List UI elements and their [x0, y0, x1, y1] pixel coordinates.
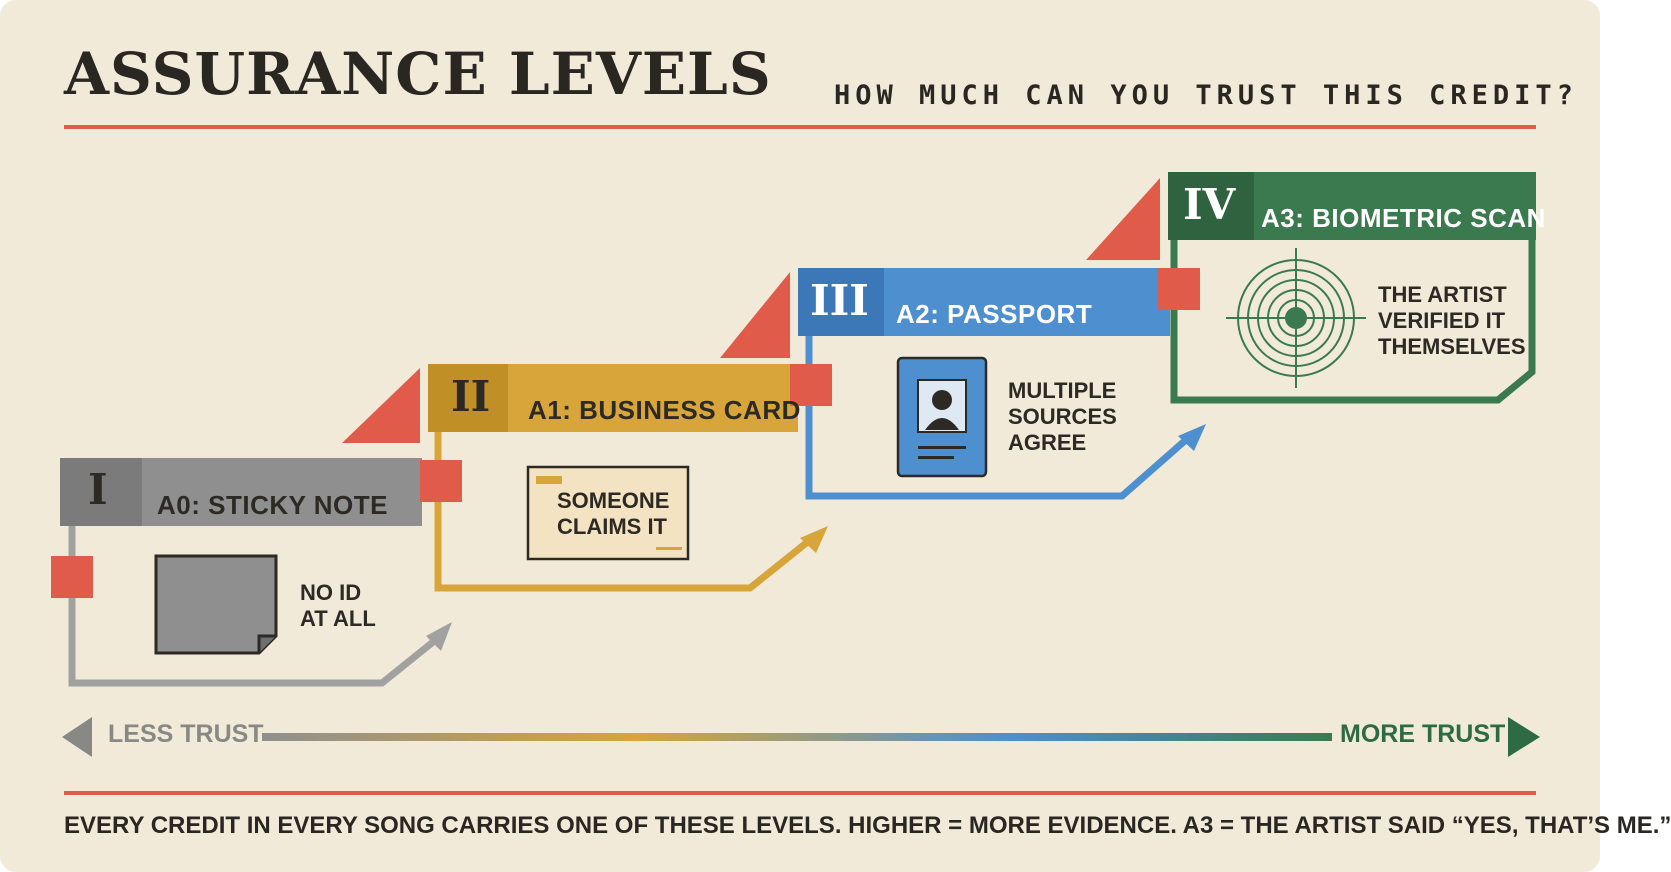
page-subtitle: HOW MUCH CAN YOU TRUST THIS CREDIT?: [834, 80, 1578, 111]
level-3-frame: [790, 268, 1206, 500]
passport-icon: [896, 356, 988, 478]
staircase-diagram: [51, 172, 1540, 757]
level-2-numeral: II: [451, 372, 491, 421]
step-triangle-2: [342, 368, 420, 443]
level-4-description: THE ARTIST VERIFIED IT THEMSELVES: [1378, 282, 1526, 359]
level-1-frame: [51, 458, 452, 687]
step-triangle-4: [1086, 178, 1160, 260]
less-trust-label: LESS TRUST: [108, 720, 264, 748]
more-trust-label: MORE TRUST: [1340, 720, 1506, 748]
top-divider: [64, 125, 1536, 129]
step-triangle-3: [720, 272, 790, 358]
bottom-divider: [64, 791, 1536, 795]
more-arrow-icon: [1508, 717, 1540, 757]
fingerprint-icon: [1226, 248, 1366, 388]
footer-note: EVERY CREDIT IN EVERY SONG CARRIES ONE O…: [64, 812, 1671, 839]
level-3-numeral: III: [810, 276, 869, 325]
page-title: ASSURANCE LEVELS: [64, 40, 772, 108]
level-2-label: A1: BUSINESS CARD: [528, 395, 801, 425]
less-arrow-icon: [62, 717, 92, 757]
level-3-label: A2: PASSPORT: [896, 299, 1093, 329]
level-2-frame: [420, 364, 828, 592]
level-4-numeral: IV: [1183, 180, 1236, 229]
level-2-description: SOMEONE CLAIMS IT: [557, 488, 670, 539]
level-4-frame: [1158, 172, 1536, 404]
business-card-icon: [526, 465, 690, 561]
level-1-label: A0: STICKY NOTE: [157, 490, 388, 520]
trust-scale: [62, 717, 1540, 757]
level-1-description: NO ID AT ALL: [300, 580, 376, 631]
level-1-numeral: I: [88, 465, 108, 514]
sticky-note-icon: [154, 554, 278, 655]
level-4-label: A3: BIOMETRIC SCAN: [1261, 203, 1546, 233]
level-3-description: MULTIPLE SOURCES AGREE: [1008, 378, 1117, 455]
